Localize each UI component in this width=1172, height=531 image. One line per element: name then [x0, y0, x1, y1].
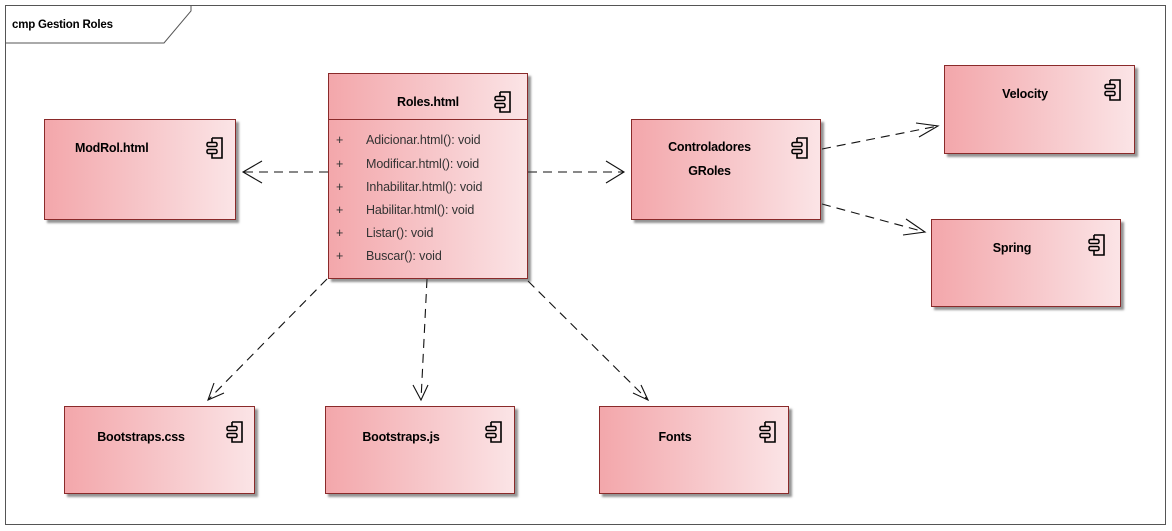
operation-visibility: + [336, 203, 344, 217]
component-name-line2: GRoles [688, 164, 731, 178]
operation-signature: Inhabilitar.html(): void [366, 180, 483, 194]
arrowhead-modrol [241, 160, 263, 184]
diagram-frame: cmp Gestion Roles [5, 5, 1166, 525]
component-bootstraps-css[interactable]: Bootstraps.css [64, 406, 255, 494]
component-name: Bootstraps.js [362, 430, 440, 444]
component-name: Roles.html [397, 95, 459, 109]
dependency-controladores-spring [821, 203, 926, 233]
operation-signature: Adicionar.html(): void [366, 133, 481, 147]
operation-signature: Habilitar.html(): void [366, 203, 475, 217]
operation-visibility: + [336, 249, 344, 263]
component-modrol-html[interactable]: ModRol.html [44, 119, 236, 220]
operation-row: + Inhabilitar.html(): void [329, 177, 527, 200]
dependency-roles-fonts [527, 280, 649, 401]
component-name: Fonts [658, 430, 692, 444]
operation-row: + Buscar(): void [329, 246, 527, 269]
operation-visibility: + [336, 157, 344, 171]
component-icon [1088, 234, 1105, 256]
dependency-roles-bootstraps-js [420, 278, 428, 401]
operation-row: + Habilitar.html(): void [329, 200, 527, 223]
operations-compartment: + Adicionar.html(): void + Modificar.htm… [329, 119, 527, 278]
arrowhead-spring [902, 218, 927, 236]
component-icon [206, 137, 223, 159]
component-icon [226, 421, 243, 443]
component-controladores-groles[interactable]: Controladores GRoles [631, 119, 821, 220]
arrowhead-velocity [915, 122, 940, 138]
frame-title: cmp Gestion Roles [12, 19, 113, 31]
component-spring[interactable]: Spring [931, 219, 1121, 307]
dependency-roles-bootstraps-css [207, 278, 328, 401]
operation-visibility: + [336, 180, 344, 194]
arrowhead-bootstraps-css [207, 382, 225, 402]
component-fonts[interactable]: Fonts [599, 406, 789, 494]
component-icon [494, 91, 511, 113]
operation-signature: Listar(): void [366, 226, 434, 240]
arrowhead-controladores [605, 160, 626, 184]
component-name: ModRol.html [75, 141, 149, 155]
component-icon [485, 421, 502, 443]
component-name: Bootstraps.css [97, 430, 185, 444]
arrowhead-bootstraps-js [412, 384, 429, 402]
operation-signature: Buscar(): void [366, 249, 442, 263]
operation-row: + Adicionar.html(): void [329, 130, 527, 153]
component-name: Spring [992, 241, 1032, 255]
component-roles-html[interactable]: Roles.html + Adicionar.html(): void + Mo… [328, 73, 528, 279]
operation-visibility: + [336, 226, 344, 240]
operation-signature: Modificar.html(): void [366, 157, 480, 171]
component-bootstraps-js[interactable]: Bootstraps.js [325, 406, 515, 494]
frame-tab [6, 6, 192, 44]
operation-row: + Listar(): void [329, 223, 527, 246]
arrowhead-fonts [632, 384, 650, 402]
component-icon [791, 137, 808, 159]
operation-visibility: + [336, 133, 344, 147]
component-velocity[interactable]: Velocity [944, 65, 1135, 154]
component-name-line1: Controladores [668, 140, 751, 154]
dependency-controladores-velocity [821, 125, 939, 150]
operation-row: + Modificar.html(): void [329, 154, 527, 177]
component-name: Velocity [1002, 87, 1048, 101]
component-icon [1104, 79, 1121, 101]
component-icon [759, 421, 776, 443]
